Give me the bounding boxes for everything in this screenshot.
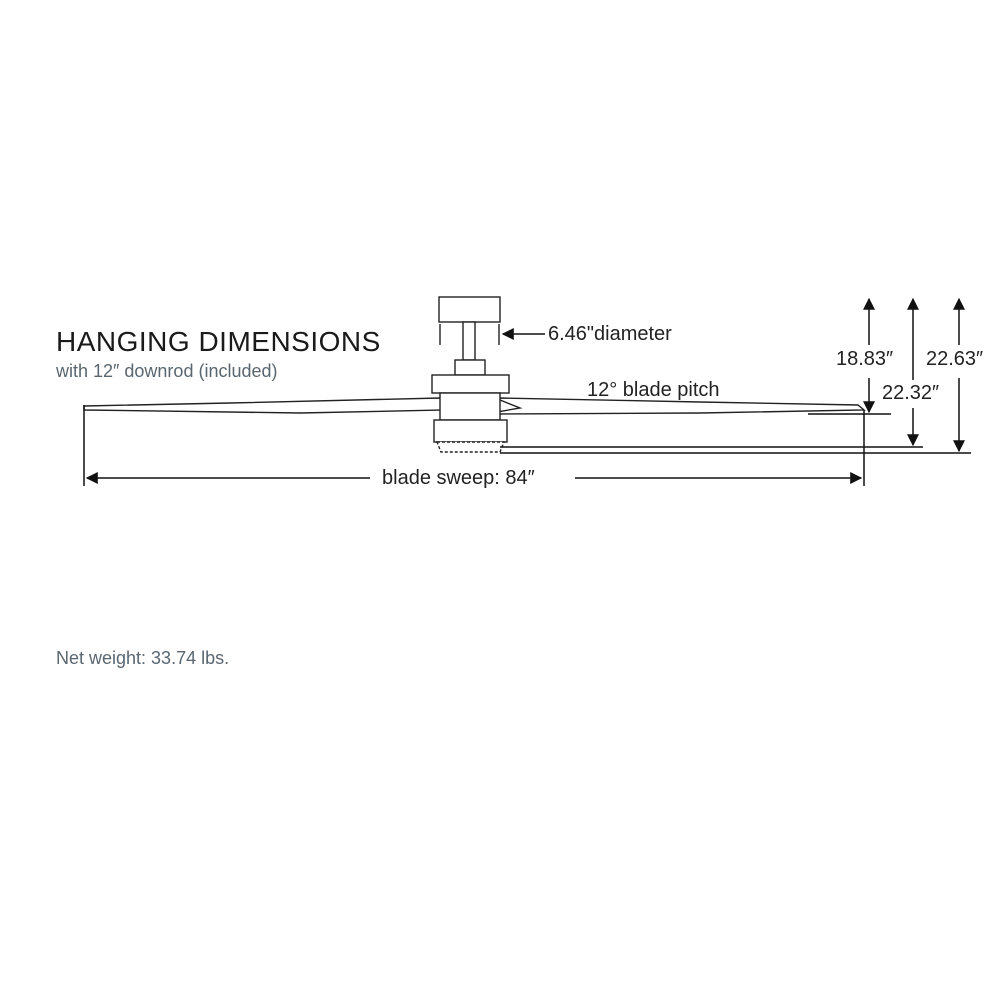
page-title: HANGING DIMENSIONS: [56, 326, 381, 357]
blade-left: [83, 397, 447, 414]
blade-pitch-label: 12° blade pitch: [587, 379, 720, 401]
collar: [454, 359, 486, 376]
net-weight: Net weight: 33.74 lbs.: [56, 648, 230, 668]
height-overall-label: 22.63″: [926, 348, 984, 371]
height-to-blade-label: 18.83″: [836, 348, 894, 371]
blade-sweep-label: blade sweep: 84″: [382, 467, 535, 490]
canopy-diameter-label: 6.46"diameter: [548, 323, 672, 346]
light-dome: [435, 441, 506, 453]
light-housing: [433, 419, 508, 443]
dimension-lines: [83, 297, 971, 486]
canopy: [438, 296, 501, 323]
height-to-housing-label: 22.32″: [882, 382, 940, 405]
motor-body: [439, 392, 501, 421]
subtitle: with 12″ downrod (included): [56, 361, 278, 381]
motor-housing: [431, 374, 510, 394]
downrod: [462, 321, 476, 361]
